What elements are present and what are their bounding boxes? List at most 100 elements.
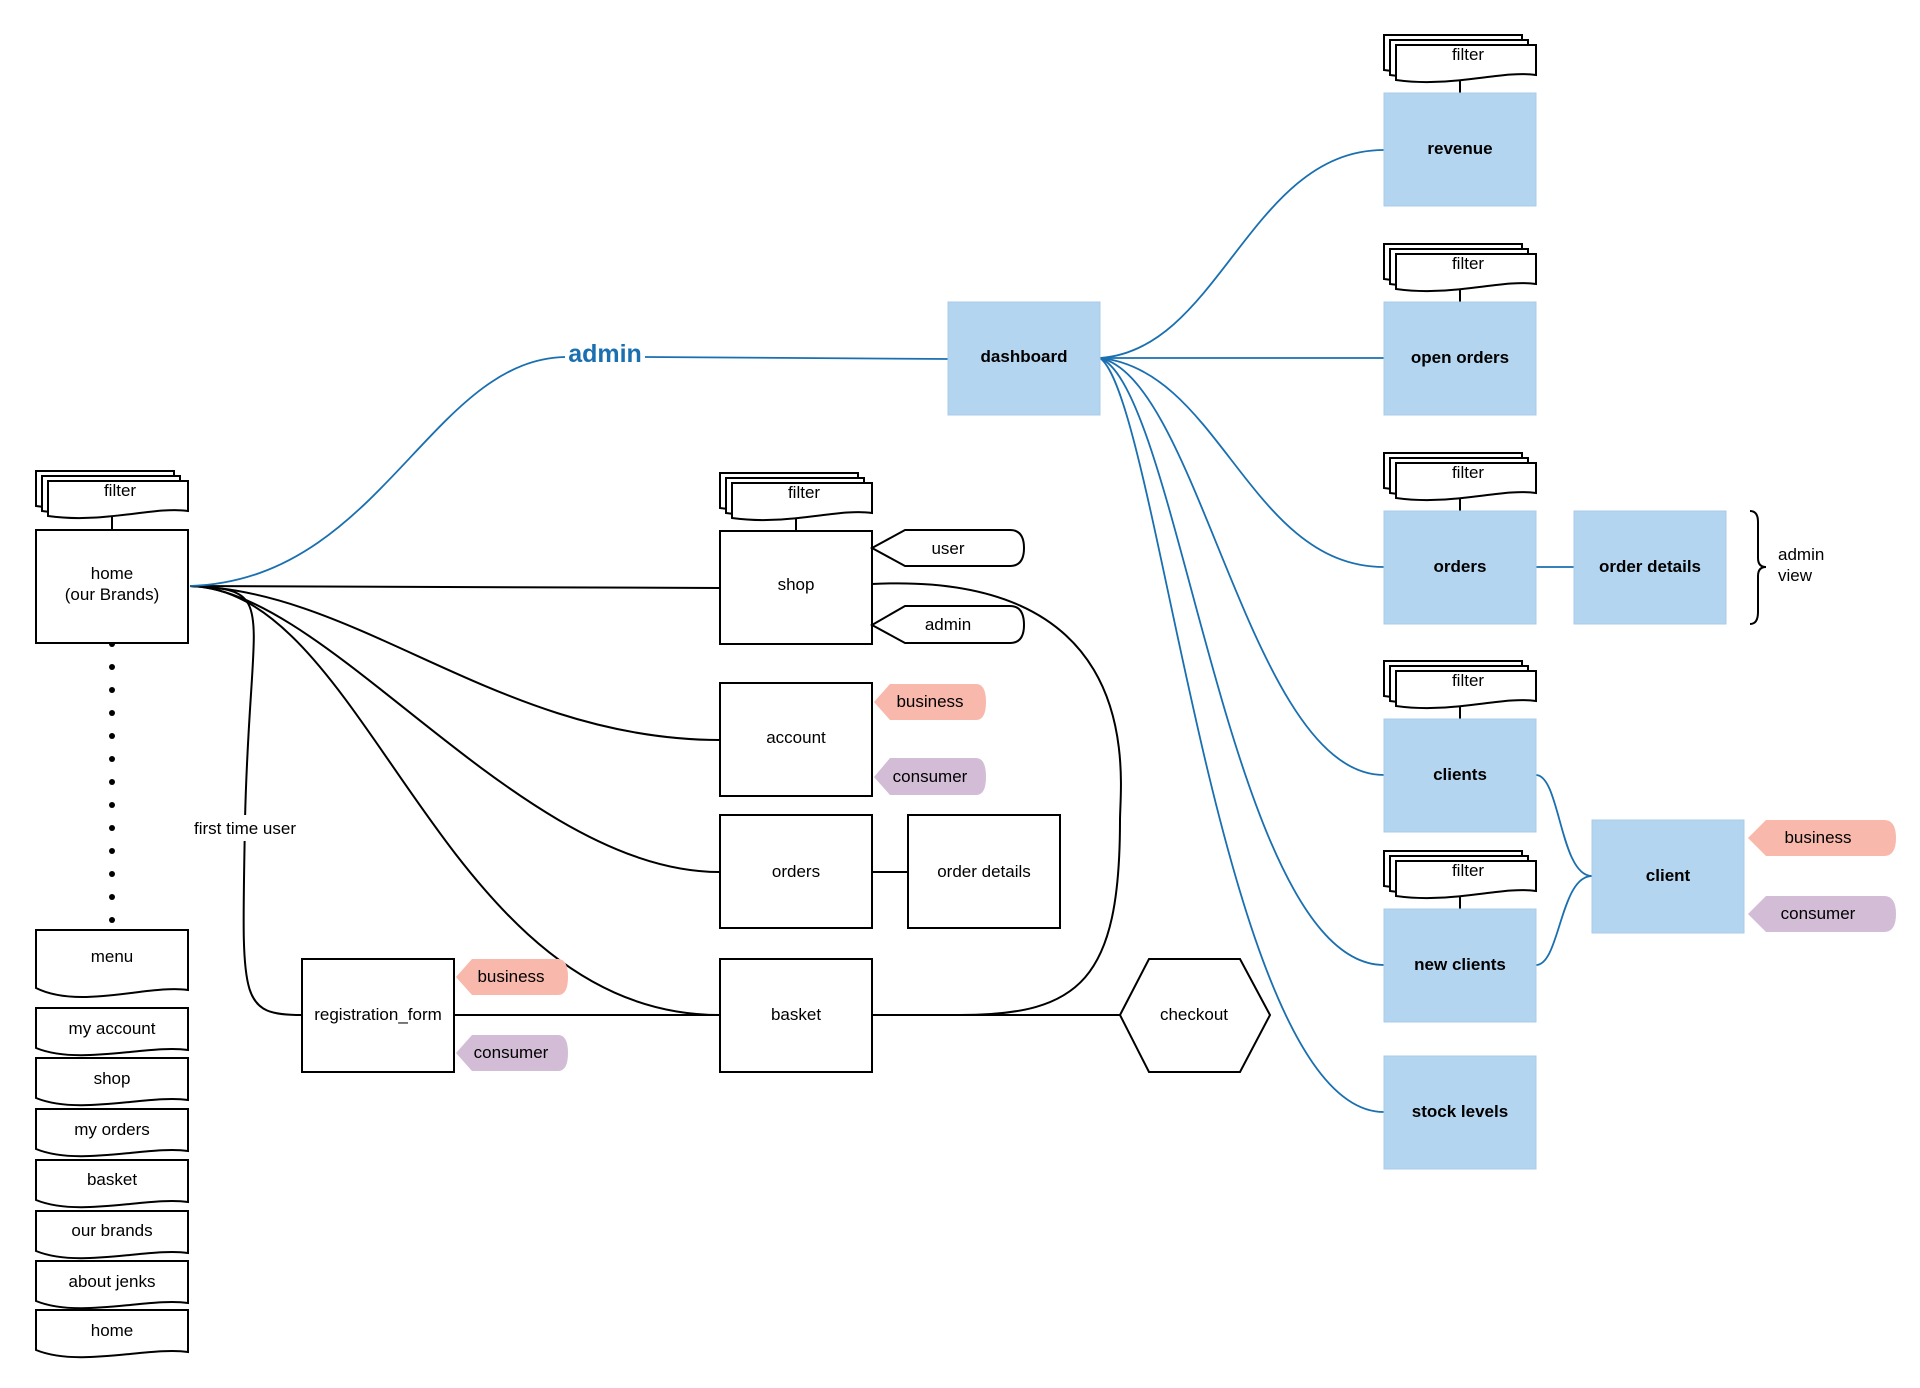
svg-text:shop: shop	[94, 1069, 131, 1088]
dashboard-node[interactable]: dashboard	[947, 301, 1101, 416]
home-admin-connector	[189, 356, 566, 587]
home-orders-connector	[189, 585, 721, 873]
admin-order-details-node[interactable]: order details	[1573, 510, 1727, 625]
stock-levels-label: stock levels	[1412, 1102, 1508, 1121]
svg-text:consumer: consumer	[1781, 904, 1856, 923]
menu-item[interactable]: basket	[35, 1159, 189, 1209]
shop-admin-variant: admin	[869, 605, 1026, 644]
menu-item[interactable]: menu	[35, 929, 189, 999]
svg-text:admin: admin	[925, 615, 971, 634]
registration-form-node[interactable]: registration_form	[301, 958, 455, 1073]
clients-label: clients	[1433, 765, 1487, 784]
svg-text:menu: menu	[91, 947, 134, 966]
svg-text:our brands: our brands	[71, 1221, 152, 1240]
svg-text:business: business	[896, 692, 963, 711]
dashboard-orders-connector	[1099, 357, 1385, 568]
svg-text:home: home	[91, 1321, 134, 1340]
svg-text:basket: basket	[87, 1170, 137, 1189]
menu-item[interactable]: my orders	[35, 1108, 189, 1158]
shop-basket-connector	[871, 582, 1122, 1016]
home-page-node[interactable]: home (our Brands)	[35, 529, 189, 644]
svg-text:business: business	[1784, 828, 1851, 847]
dashboard-newclients-connector	[1099, 357, 1385, 966]
shop-filter-stack: filter	[719, 472, 873, 522]
shop-label: shop	[778, 575, 815, 594]
svg-text:my orders: my orders	[74, 1120, 150, 1139]
svg-text:filter: filter	[1452, 671, 1484, 690]
svg-text:business: business	[477, 967, 544, 986]
clients-filter-stack: filter	[1383, 660, 1537, 710]
svg-text:filter: filter	[1452, 254, 1484, 273]
home-account-connector	[189, 585, 721, 741]
account-page-node[interactable]: account	[719, 682, 873, 797]
public-connectors	[109, 582, 1122, 1016]
dashboard-label: dashboard	[981, 347, 1068, 366]
revenue-filter-stack: filter	[1383, 34, 1537, 84]
home-filter-stack: filter	[35, 470, 189, 520]
new-clients-node[interactable]: new clients	[1383, 908, 1537, 1023]
open-orders-filter-stack: filter	[1383, 243, 1537, 293]
svg-text:consumer: consumer	[474, 1043, 549, 1062]
home-shop-connector	[189, 585, 721, 589]
registration-form-label: registration_form	[314, 1005, 442, 1024]
first-time-user-label: first time user	[194, 819, 296, 838]
shop-filter-label: filter	[788, 483, 820, 502]
account-label: account	[766, 728, 826, 747]
menu-item[interactable]: shop	[35, 1057, 189, 1107]
admin-view-label-line2: view	[1778, 566, 1813, 585]
home-basket-connector	[189, 585, 721, 1016]
account-consumer-tag: consumer	[874, 758, 986, 795]
admin-dashboard-connector	[644, 356, 949, 360]
basket-label: basket	[771, 1005, 821, 1024]
menu-item[interactable]: our brands	[35, 1210, 189, 1260]
admin-orders-filter-stack: filter	[1383, 452, 1537, 502]
svg-text:filter: filter	[1452, 861, 1484, 880]
dashboard-clients-connector	[1099, 357, 1385, 776]
client-label: client	[1646, 866, 1691, 885]
admin-connectors	[189, 149, 1593, 1113]
clients-node[interactable]: clients	[1383, 718, 1537, 833]
menu-item[interactable]: home	[35, 1309, 189, 1359]
client-consumer-tag: consumer	[1748, 896, 1896, 932]
menu-item[interactable]: about jenks	[35, 1260, 189, 1310]
dashboard-revenue-connector	[1099, 149, 1385, 359]
admin-view-label-line1: admin	[1778, 545, 1824, 564]
svg-text:user: user	[931, 539, 964, 558]
orders-page-node[interactable]: orders	[719, 814, 873, 929]
home-label: home	[91, 564, 134, 583]
admin-orders-node[interactable]: orders	[1383, 510, 1537, 625]
client-node[interactable]: client	[1591, 819, 1745, 934]
svg-text:filter: filter	[1452, 463, 1484, 482]
admin-order-details-label: order details	[1599, 557, 1701, 576]
svg-text:filter: filter	[1452, 45, 1484, 64]
home-registration-connector	[189, 585, 303, 1016]
basket-page-node[interactable]: basket	[719, 958, 873, 1073]
home-filter-label: filter	[104, 481, 136, 500]
registration-business-tag: business	[456, 959, 568, 995]
stock-levels-node[interactable]: stock levels	[1383, 1055, 1537, 1170]
open-orders-label: open orders	[1411, 348, 1509, 367]
home-sublabel: (our Brands)	[65, 585, 159, 604]
svg-text:about jenks: about jenks	[69, 1272, 156, 1291]
shop-page-node[interactable]: shop	[719, 530, 873, 645]
admin-view-brace	[1749, 510, 1767, 625]
svg-text:my account: my account	[69, 1019, 156, 1038]
registration-consumer-tag: consumer	[456, 1035, 568, 1071]
open-orders-node[interactable]: open orders	[1383, 301, 1537, 416]
account-business-tag: business	[874, 684, 986, 720]
shop-user-variant: user	[869, 529, 1026, 567]
svg-text:consumer: consumer	[893, 767, 968, 786]
dashboard-stocklevels-connector	[1099, 357, 1385, 1113]
admin-orders-label: orders	[1434, 557, 1487, 576]
order-details-page-node[interactable]: order details	[907, 814, 1061, 929]
home-menu-dotted-link	[109, 641, 115, 923]
menu-list: menu my account shop my orders basket ou…	[35, 929, 189, 1359]
checkout-node[interactable]: checkout	[1118, 958, 1272, 1073]
revenue-node[interactable]: revenue	[1383, 92, 1537, 207]
new-clients-filter-stack: filter	[1383, 850, 1537, 900]
client-business-tag: business	[1748, 820, 1896, 856]
checkout-label: checkout	[1160, 1005, 1228, 1024]
menu-item[interactable]: my account	[35, 1007, 189, 1057]
admin-edge-label: admin	[568, 340, 642, 368]
